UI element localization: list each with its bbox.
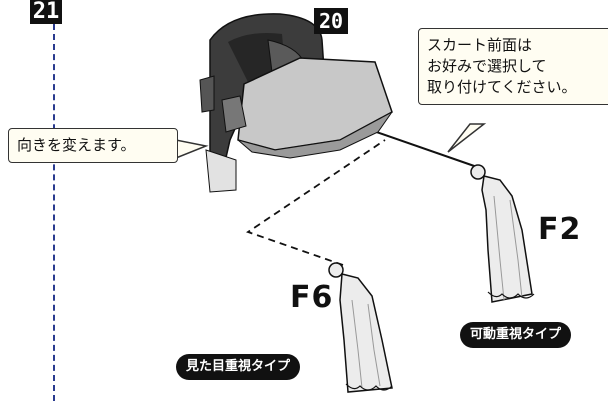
skirt-selection-callout: スカート前面は お好みで選択して 取り付けてください。 <box>418 28 608 105</box>
f2-skirt-part <box>470 164 535 303</box>
f6-guide-line <box>246 139 386 266</box>
page-divider <box>53 24 55 401</box>
step-number-badge: 21 <box>30 0 62 24</box>
f6-skirt-part <box>328 262 393 393</box>
skirt-note-line-1: スカート前面は <box>427 36 533 54</box>
skirt-note-tail <box>447 123 487 153</box>
f2-part-code: F2 <box>538 212 582 247</box>
f2-type-label: 可動重視タイプ <box>460 322 572 348</box>
orientation-note-tail <box>175 139 209 160</box>
f6-type-label: 見た目重視タイプ <box>176 354 301 380</box>
skirt-note-line-2: お好みで選択して <box>427 57 547 75</box>
orientation-callout: 向きを変えます。 <box>8 128 178 163</box>
part-number-badge: 20 <box>314 8 348 34</box>
f6-part-code: F6 <box>290 280 334 315</box>
skirt-note-line-3: 取り付けてください。 <box>427 78 577 96</box>
waist-armor-assembly <box>199 13 393 193</box>
